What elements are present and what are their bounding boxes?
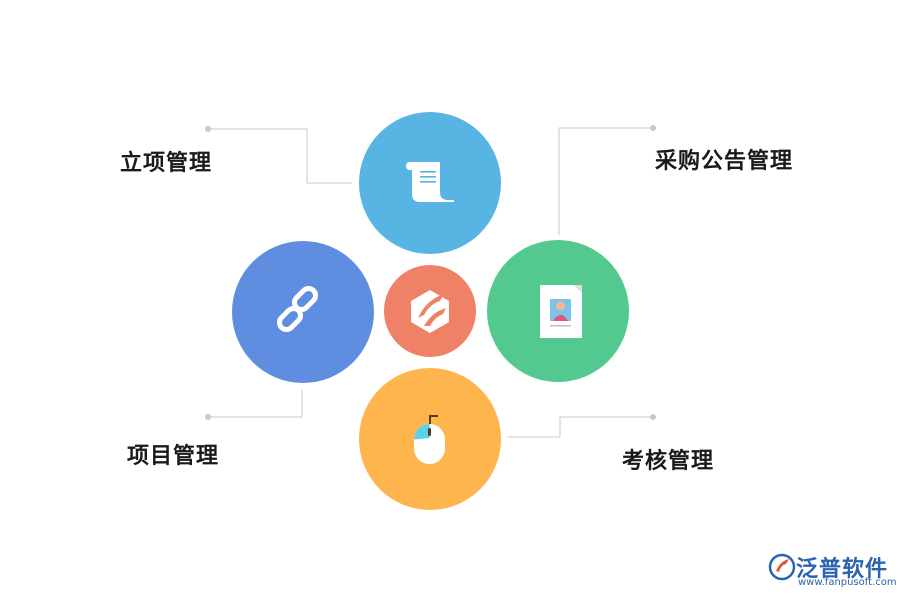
scroll-icon [406,162,454,202]
label-lixiang: 立项管理 [120,151,213,176]
node-lixiang [359,112,501,254]
brand-logo: 泛普软件 www.fanpusoft.com [768,551,898,591]
logo-url: www.fanpusoft.com [798,577,897,588]
logo-name: 泛普软件 [796,557,889,582]
node-kaohe [359,368,501,510]
logo-mark-icon [768,553,796,581]
node-caigou [487,240,629,382]
id-document-icon [540,285,582,338]
connector-kaohe [508,414,656,438]
node-xiangmu [232,241,374,383]
label-caigou: 采购公告管理 [655,149,794,174]
connector-lixiang [205,126,352,184]
label-kaohe: 考核管理 [622,449,715,474]
node-center [384,265,476,357]
brand-hexagon-icon [411,290,449,333]
connector-xiangmu [205,390,303,420]
connector-caigou [558,125,656,235]
label-xiangmu: 项目管理 [127,444,220,469]
mouse-icon [414,415,445,464]
link-chain-icon [276,285,319,333]
